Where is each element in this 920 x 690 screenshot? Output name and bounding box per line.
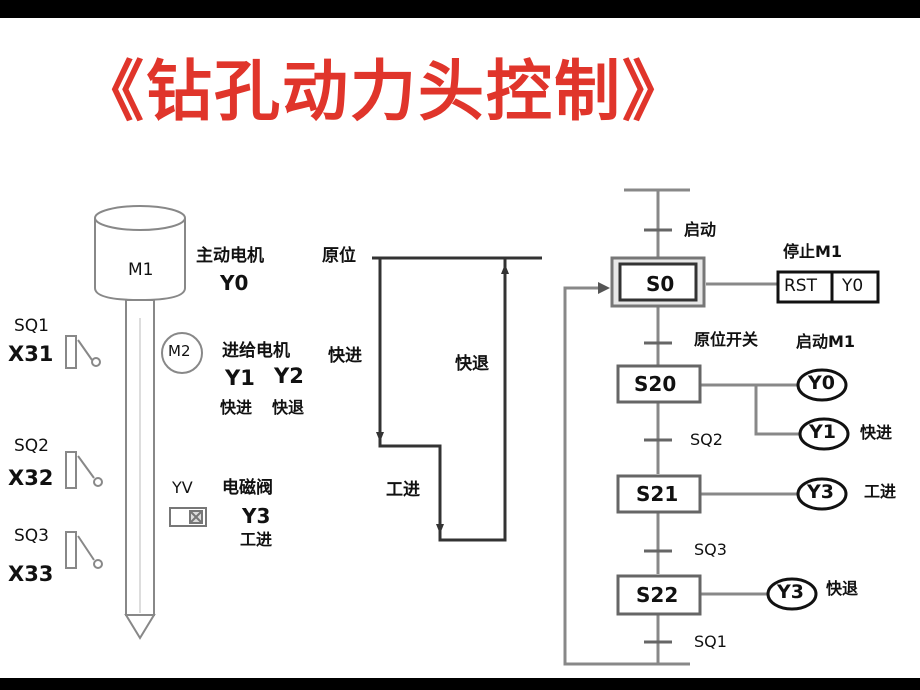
coil-s20-y0	[796, 368, 848, 402]
sq3-label: SQ3	[14, 526, 49, 546]
s20-fast-forward: 快进	[860, 423, 893, 442]
valve-label: YV	[172, 478, 193, 497]
s21-work-feed: 工进	[864, 482, 897, 501]
valve-yv	[169, 507, 207, 527]
m2-desc: 进给电机	[222, 341, 290, 361]
m1-output: Y0	[220, 271, 249, 295]
sfc-stop-m1: 停止M1	[783, 242, 843, 261]
m2-output-y2: Y2	[274, 364, 304, 388]
motion-path	[372, 256, 542, 542]
motion-fast-back: 快退	[455, 354, 489, 374]
motor-m2	[161, 332, 203, 374]
motor-m1	[94, 205, 186, 302]
limit-switch-sq1	[65, 335, 101, 369]
motion-arrows	[376, 264, 509, 534]
sfc-s0-label: S0	[646, 272, 675, 296]
s20-coil-y1: Y1	[809, 421, 836, 443]
sfc-s21-label: S21	[636, 482, 679, 506]
motion-origin: 原位	[322, 246, 356, 266]
valve-work-feed: 工进	[240, 530, 273, 549]
sfc-start-m1: 启动M1	[796, 332, 856, 351]
m2-output-y1: Y1	[225, 366, 255, 390]
coil-s20-y1	[798, 417, 850, 451]
diagram-canvas: 《钻孔动力头控制》	[0, 18, 920, 678]
sfc-t3-label: SQ3	[694, 540, 727, 559]
sq1-input: X31	[8, 342, 54, 366]
sfc-step-s22	[616, 574, 702, 616]
loop-arrow	[598, 282, 610, 294]
sfc-start: 启动	[684, 220, 717, 239]
s22-fast-back: 快退	[826, 579, 859, 598]
m2-label: M2	[168, 342, 191, 360]
limit-switch-sq3	[65, 531, 103, 569]
motion-work-feed: 工进	[386, 480, 420, 500]
page-title: 《钻孔动力头控制》	[78, 53, 690, 130]
valve-desc: 电磁阀	[222, 478, 273, 498]
sq3-input: X33	[8, 562, 54, 586]
sfc-t1-label: 原位开关	[694, 330, 759, 349]
sfc-s20-label: S20	[634, 372, 677, 396]
sfc-step-s0	[610, 256, 706, 308]
sfc-lines	[563, 188, 800, 666]
valve-output: Y3	[242, 504, 271, 528]
limit-switch-sq2	[65, 451, 103, 489]
m1-label: M1	[128, 260, 154, 280]
sfc-step-s20	[616, 364, 702, 404]
rst-target: Y0	[842, 276, 864, 296]
sfc-transitions	[644, 228, 672, 644]
sfc-t4-label: SQ1	[694, 632, 727, 651]
sq2-input: X32	[8, 466, 54, 490]
rst-block	[776, 270, 880, 304]
drawing	[65, 188, 880, 666]
spindle	[124, 299, 156, 640]
coil-s22-y3	[766, 577, 818, 611]
sfc-step-s21	[616, 474, 702, 514]
s22-coil-y3: Y3	[777, 581, 804, 603]
sfc-s22-label: S22	[636, 583, 679, 607]
sq1-label: SQ1	[14, 316, 49, 336]
motion-fast-forward: 快进	[328, 346, 362, 366]
sfc-t2-label: SQ2	[690, 430, 723, 449]
coil-s21-y3	[796, 477, 848, 511]
m2-fast-back: 快退	[272, 398, 305, 417]
m1-desc: 主动电机	[196, 246, 264, 266]
sq2-label: SQ2	[14, 436, 49, 456]
s21-coil-y3: Y3	[807, 481, 834, 503]
s20-coil-y0: Y0	[808, 372, 835, 394]
m2-fast-forward: 快进	[220, 398, 253, 417]
rst-label: RST	[784, 276, 817, 296]
